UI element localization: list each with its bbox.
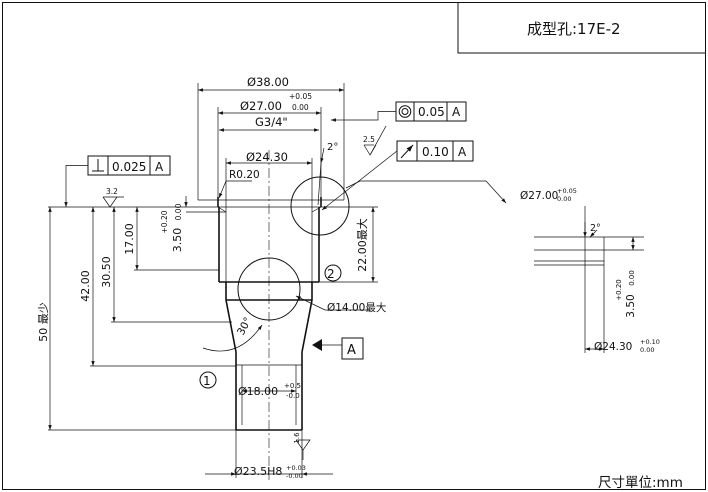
- dim-angle-2-leader: [317, 147, 325, 206]
- dim-outer-diameter: [197, 83, 345, 200]
- dim-depth-22: [319, 207, 378, 283]
- detail-d27-tol-upper: +0.05: [557, 187, 577, 195]
- dim-outer-diameter-label: Ø38.00: [247, 75, 289, 89]
- detail-angle-2-label: 2°: [590, 223, 601, 234]
- detail-d24-tol-upper: +0.10: [640, 338, 660, 346]
- runout-frame: [321, 140, 474, 211]
- concentricity-icon: [398, 105, 412, 118]
- dim-18-label: Ø18.00: [238, 385, 278, 398]
- dim-angle-30-label: 30°: [235, 315, 254, 337]
- runout-datum: A: [458, 145, 467, 159]
- dim-depth-3-5-tol-upper: +0.20: [160, 210, 169, 233]
- dim-depth-3-5-tol-lower: 0.00: [174, 203, 183, 220]
- runout-arrow-icon: [400, 144, 414, 159]
- perpendicularity-value: 0.025: [112, 160, 146, 174]
- marker-two-circle: [324, 264, 342, 282]
- detail-d24-tol-lower: 0.00: [640, 346, 654, 354]
- dim-24-label: Ø24.30: [246, 150, 288, 164]
- roughness-1-6-label: 1.6: [293, 432, 301, 444]
- dim-radius-leader: [218, 180, 252, 199]
- datum-a-symbol: [312, 337, 364, 360]
- roughness-3-2-symbol: [102, 196, 124, 208]
- concentricity-frame: [331, 101, 467, 122]
- detail-leader: [345, 180, 507, 204]
- dim-27-label: Ø27.00: [240, 99, 282, 113]
- dim-18-tol-upper: +0.5: [284, 382, 301, 390]
- dim-23-5-tol-upper: +0.03: [286, 464, 306, 472]
- dim-depth-50-label: 50 最少: [37, 302, 50, 342]
- runout-value: 0.10: [422, 145, 449, 159]
- dim-14-leader: [295, 295, 370, 311]
- dim-27-diameter: [217, 107, 322, 197]
- dim-24-diameter: [225, 158, 313, 212]
- marker-one-circle: [199, 371, 217, 389]
- roughness-2-5-label: 2.5: [363, 135, 375, 144]
- concentricity-datum: A: [452, 105, 461, 119]
- dim-depth-17-label: 17.00: [123, 223, 136, 255]
- dim-27-tol-upper: +0.05: [289, 92, 312, 101]
- roughness-2-5-symbol: [363, 125, 387, 156]
- dim-depth-3-5-label: 3.50: [171, 228, 184, 253]
- detail-depth-3-5-tol-upper: +0.20: [615, 279, 623, 300]
- concentricity-value: 0.05: [418, 105, 445, 119]
- dim-23-5-diameter: [205, 430, 333, 478]
- detail-circle-lower: [237, 257, 301, 321]
- detail-depth-3-5-label: 3.50: [625, 294, 637, 317]
- title-block-frame: [457, 2, 706, 54]
- dim-angle-2-label: 2°: [327, 142, 338, 153]
- dim-18-tol-lower: -0.0: [286, 392, 300, 400]
- perpendicularity-icon: [92, 159, 104, 172]
- dim-depth-30-5: [111, 207, 232, 323]
- title-block-title: 成型孔:17E-2: [527, 20, 621, 38]
- datum-a-label: A: [347, 343, 356, 358]
- dim-depth-22-label: 22.00最大: [355, 218, 369, 272]
- dim-depth-30-5-label: 30.50: [100, 256, 113, 288]
- dim-27-tol-lower: 0.00: [292, 103, 309, 112]
- dim-14-label: Ø14.00最大: [327, 301, 387, 314]
- marker-one: 1: [203, 374, 211, 388]
- dim-depth-3-5: [184, 196, 226, 213]
- roughness-1-6-symbol: [295, 439, 311, 460]
- detail-d27-tol-lower: 0.00: [557, 195, 571, 203]
- detail-d27-label: Ø27.00: [520, 190, 558, 202]
- dim-23-5-tol-lower: -0.00: [286, 472, 303, 480]
- detail-d24-label: Ø24.30: [594, 341, 632, 353]
- detail-circle-upper: [290, 176, 350, 236]
- dim-angle-30: [202, 324, 263, 352]
- dim-thread-label: G3/4": [255, 115, 288, 129]
- dim-radius-label: R0.20: [229, 169, 260, 181]
- perpendicularity-frame: [64, 155, 171, 207]
- detail-view: [534, 206, 644, 353]
- dim-depth-42: [90, 207, 236, 367]
- dim-depth-17: [134, 207, 219, 271]
- marker-two: 2: [327, 267, 335, 281]
- units-note: 尺寸單位:mm: [598, 475, 683, 491]
- detail-depth-3-5-tol-lower: 0.00: [628, 270, 636, 286]
- perpendicularity-datum: A: [155, 160, 164, 174]
- dim-depth-42-label: 42.00: [79, 270, 92, 302]
- dim-23-5-label: Ø23.5H8: [234, 465, 282, 478]
- part-outline: [48, 150, 378, 480]
- roughness-3-2-label: 3.2: [106, 187, 118, 196]
